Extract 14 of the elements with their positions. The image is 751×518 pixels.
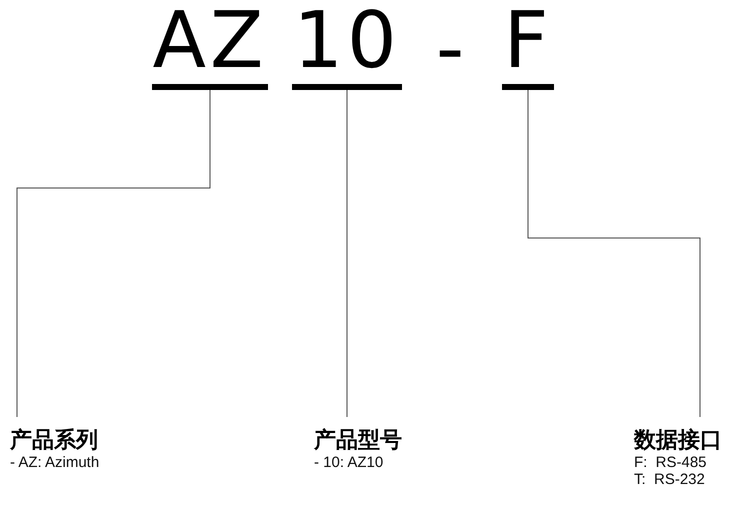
code-segment: 10 [292, 8, 402, 90]
field-description: - 10: AZ10 [314, 454, 384, 471]
field-description: T: RS-232 [634, 471, 706, 488]
leader-line [16, 90, 210, 418]
code-segment: AZ [152, 8, 268, 90]
field-heading: 产品系列 [10, 426, 99, 454]
leader-line [346, 90, 348, 418]
leader-line [528, 90, 700, 418]
separator-text: - [436, 10, 464, 88]
field-heading: 产品型号 [314, 426, 402, 454]
field-description: - AZ: Azimuth [10, 454, 100, 471]
field-description: F: RS-485 [634, 454, 708, 471]
code-segment: F [502, 8, 554, 90]
field-heading: 数据接口 [634, 426, 722, 454]
